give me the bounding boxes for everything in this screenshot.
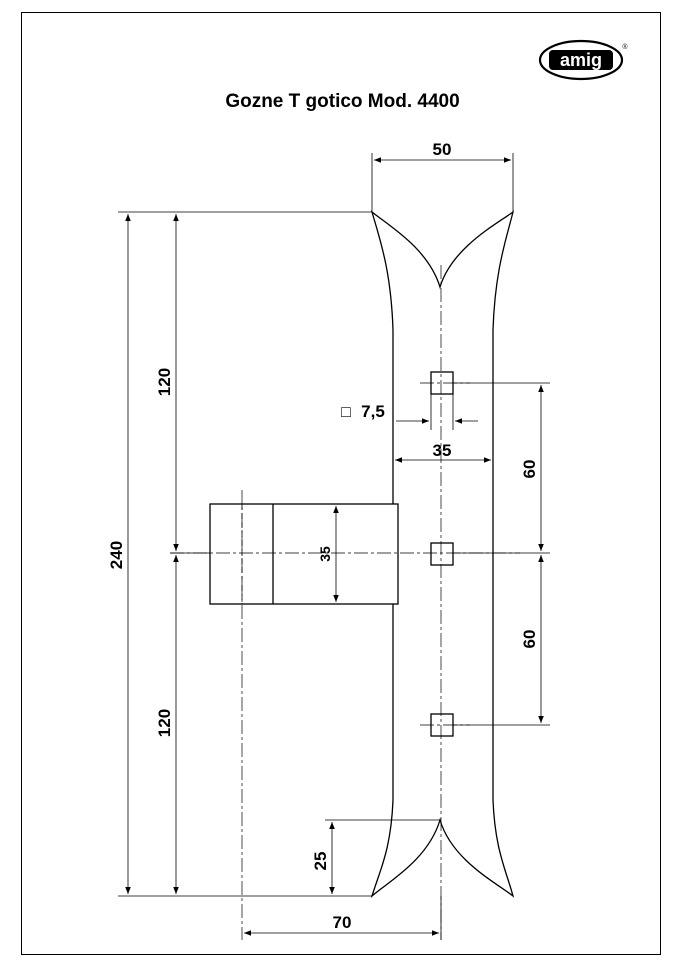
dim-lower-half: 120 bbox=[155, 709, 174, 737]
drawing-frame bbox=[21, 12, 661, 955]
dim-tip-depth: 25 bbox=[311, 852, 330, 871]
dim-hole-spacing-top: 60 bbox=[520, 460, 539, 479]
dim-upper-half: 120 bbox=[155, 368, 174, 396]
square-hole-2 bbox=[430, 542, 454, 566]
dim-strap-width: 35 bbox=[433, 441, 452, 460]
logo-text: amig bbox=[560, 50, 602, 70]
dim-square-hole: 7,5 bbox=[361, 402, 385, 421]
square-symbol: □ bbox=[341, 404, 351, 421]
registered-mark: ® bbox=[622, 43, 628, 51]
dim-top-width: 50 bbox=[433, 140, 452, 159]
hinge-knuckle bbox=[209, 503, 399, 605]
dim-knuckle-height: 35 bbox=[317, 546, 333, 562]
dim-hole-spacing-bottom: 60 bbox=[520, 630, 539, 649]
dim-offset: 70 bbox=[333, 913, 352, 932]
brand-logo: amig ® bbox=[538, 39, 628, 81]
dimension-lines bbox=[125, 157, 544, 936]
dim-total-height: 240 bbox=[107, 541, 126, 569]
drawing-title: Gozne T gotico Mod. 4400 bbox=[225, 91, 460, 112]
extension-lines bbox=[118, 153, 550, 940]
